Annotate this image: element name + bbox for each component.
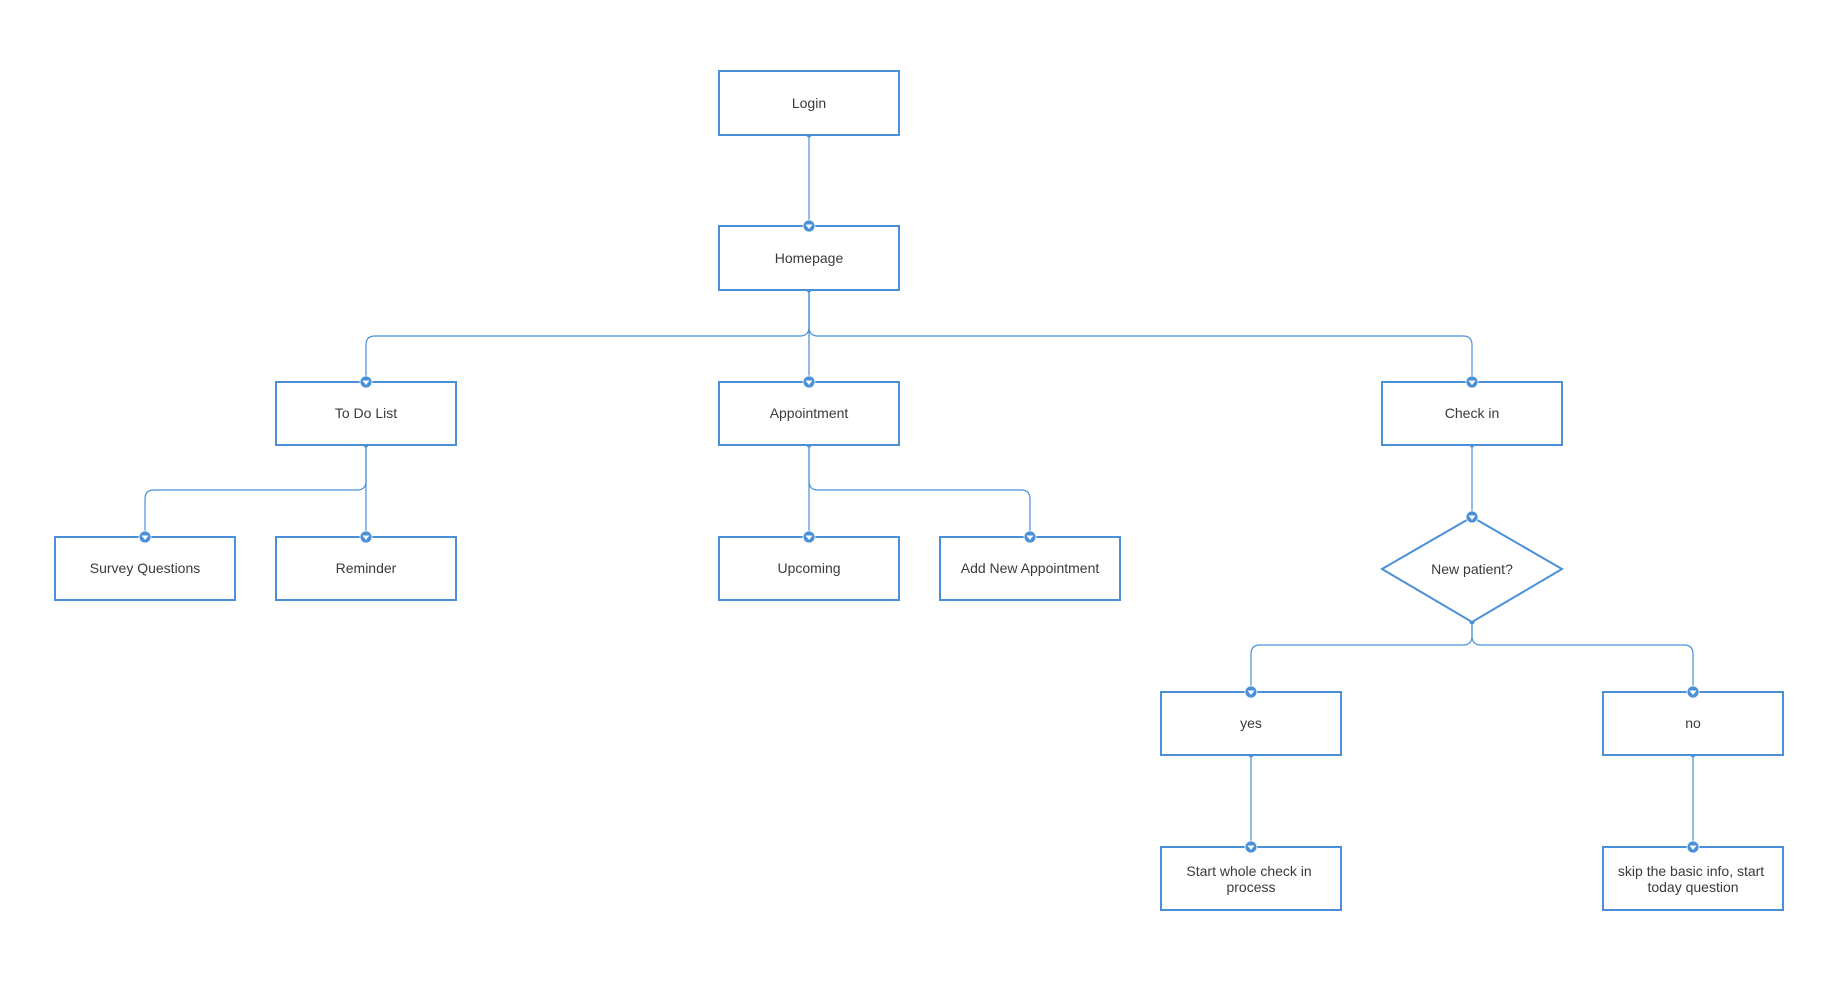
arrow-marker-icon [802,375,816,389]
arrow-marker-icon [802,219,816,233]
node-start-whole-check-in[interactable]: Start whole check in process [1160,846,1342,911]
connector-todo-survey [144,445,367,537]
node-login[interactable]: Login [718,70,900,136]
node-check-in-box [1381,381,1563,446]
node-todo-list-label: To Do List [335,405,397,421]
arrow-marker-icon [359,375,373,389]
node-start-whole-line-2: process [1226,879,1275,895]
node-start-whole-check-in-label: Start whole check in process [1186,863,1315,895]
node-no[interactable]: no [1602,691,1784,756]
connector-homepage-todo [365,290,810,382]
connector-newpatient-yes [1250,622,1473,692]
node-appointment-label: Appointment [770,405,849,421]
node-yes-label: yes [1240,715,1262,731]
node-start-whole-check-in-box [1160,846,1342,911]
node-yes[interactable]: yes [1160,691,1342,756]
connector-newpatient-no [1471,622,1694,692]
arrow-markers [138,219,1700,854]
decision-diamond [1380,515,1564,624]
node-upcoming[interactable]: Upcoming [718,536,900,601]
node-survey-questions-label: Survey Questions [90,560,201,576]
node-homepage-label: Homepage [775,250,844,266]
arrow-marker-icon [1023,530,1037,544]
node-reminder-label: Reminder [336,560,397,576]
arrow-marker-icon [1244,840,1258,854]
node-skip-basic-info-label: skip the basic info, start today questio… [1618,863,1768,895]
arrow-marker-icon [1244,685,1258,699]
node-reminder-box [275,536,457,601]
arrow-marker-icon [1686,685,1700,699]
node-skip-basic-line-1: skip the basic info, start [1618,863,1764,879]
node-upcoming-label: Upcoming [777,560,840,576]
node-check-in-label: Check in [1445,405,1499,421]
node-new-patient-label: New patient? [1431,561,1513,577]
node-appointment-box [718,381,900,446]
node-login-box [718,70,900,136]
node-homepage[interactable]: Homepage [718,225,900,291]
node-skip-basic-info-box [1602,846,1784,911]
node-add-new-appointment-box [939,536,1121,601]
arrow-marker-icon [1465,375,1479,389]
arrow-marker-icon [138,530,152,544]
node-upcoming-box [718,536,900,601]
node-add-new-appointment-label: Add New Appointment [961,560,1100,576]
node-reminder[interactable]: Reminder [275,536,457,601]
node-survey-questions[interactable]: Survey Questions [54,536,236,601]
connector-appointment-addnew [808,445,1031,537]
node-skip-basic-info[interactable]: skip the basic info, start today questio… [1602,846,1784,911]
node-no-box [1602,691,1784,756]
node-todo-list[interactable]: To Do List [275,381,457,446]
arrow-marker-icon [1465,510,1479,524]
arrow-marker-icon [802,530,816,544]
node-add-new-appointment[interactable]: Add New Appointment [939,536,1121,601]
node-todo-list-box [275,381,457,446]
arrow-marker-icon [359,530,373,544]
node-yes-box [1160,691,1342,756]
connectors [144,135,1694,847]
node-homepage-box [718,225,900,291]
node-skip-basic-line-2: today question [1647,879,1738,895]
node-appointment[interactable]: Appointment [718,381,900,446]
node-no-label: no [1685,715,1701,731]
node-check-in[interactable]: Check in [1381,381,1563,446]
node-login-label: Login [792,95,826,111]
node-new-patient-decision[interactable]: New patient? [1380,515,1564,624]
node-start-whole-line-1: Start whole check in [1186,863,1311,879]
arrow-marker-icon [1686,840,1700,854]
connector-homepage-checkin [808,290,1473,382]
